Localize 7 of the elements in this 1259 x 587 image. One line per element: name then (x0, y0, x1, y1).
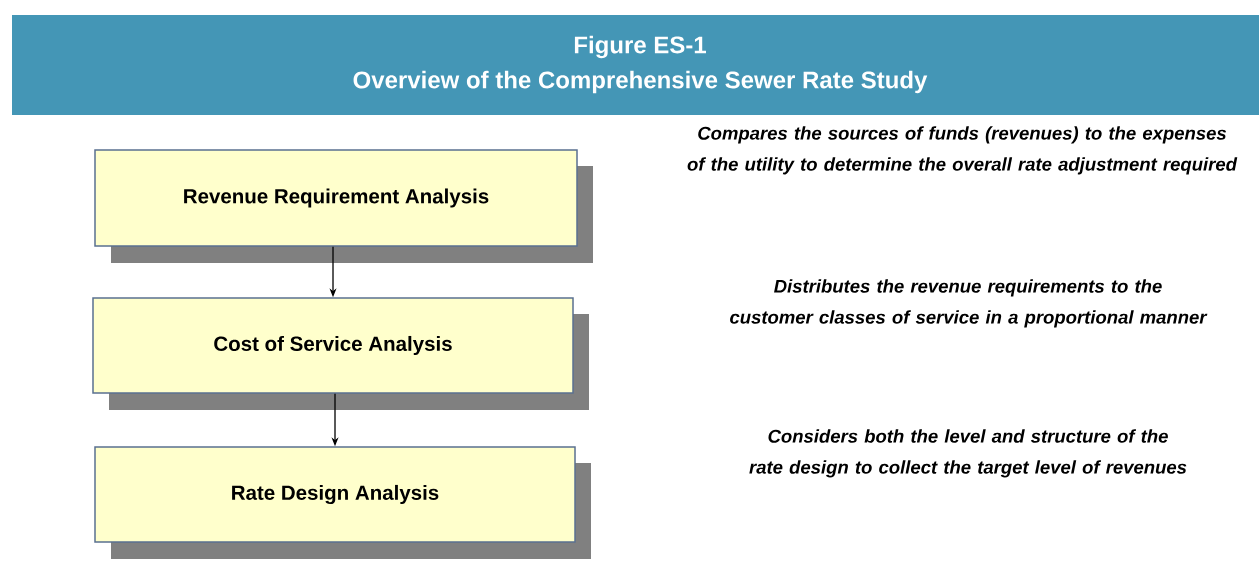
subtitle: Overview of the Comprehensive Sewer Rate Study (353, 70, 928, 94)
description-text: Compares the sources of funds (revenues) to the expenses of the utility to determine the overall rate adjustment required (687, 126, 1238, 175)
description-text: Considers both the level and structure of the rate design to collect the target level of revenues (749, 429, 1187, 478)
process-box: Revenue Requirement Analysis (94, 149, 593, 263)
process-box: Cost of Service Analysis (92, 297, 589, 410)
process-box: Rate Design Analysis (94, 446, 591, 559)
description-text: Distributes the revenue requirements to the customer classes of service in a proportional manner (730, 279, 1208, 328)
